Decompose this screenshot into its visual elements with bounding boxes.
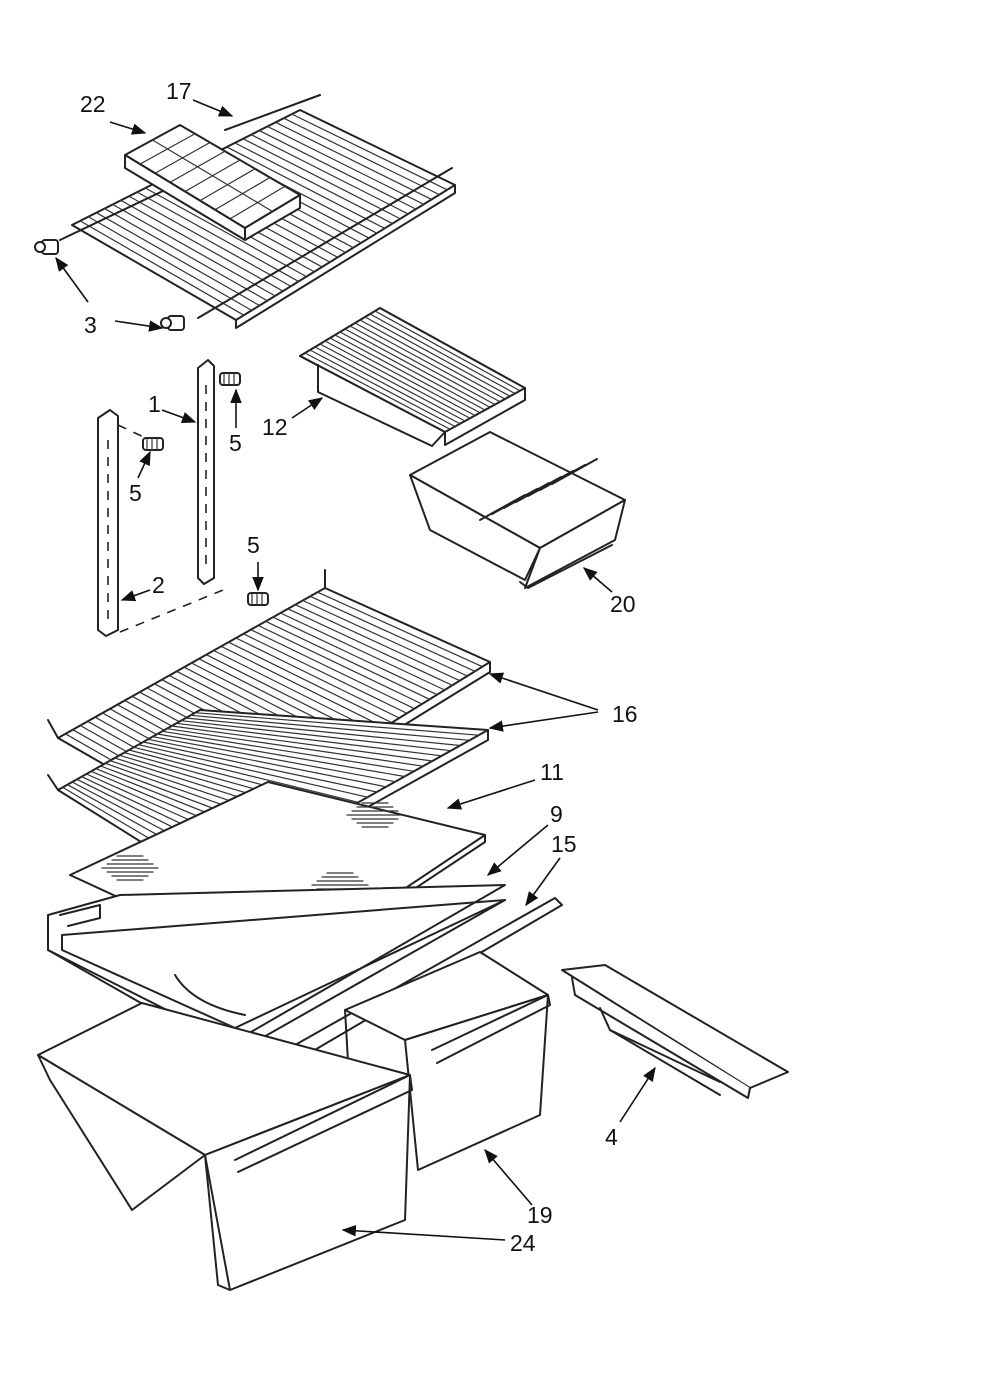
shelf-plug-upper bbox=[34, 239, 59, 255]
crisper-drawer-left bbox=[37, 1002, 413, 1291]
shelf-support-right bbox=[197, 359, 215, 585]
ice-cube-tray bbox=[124, 124, 301, 241]
screw-lower bbox=[247, 592, 269, 606]
callout-labels: 22 17 3 1 5 5 5 2 12 20 16 11 9 15 4 19 … bbox=[80, 78, 638, 1256]
callout-4: 4 bbox=[605, 1124, 618, 1150]
shelf-plug-lower bbox=[160, 315, 185, 331]
callout-20: 20 bbox=[610, 591, 636, 617]
callout-19: 19 bbox=[527, 1202, 553, 1228]
callout-12: 12 bbox=[262, 414, 288, 440]
callout-17: 17 bbox=[166, 78, 192, 104]
screw-upper-right bbox=[219, 372, 241, 386]
callout-9: 9 bbox=[550, 801, 563, 827]
shelf-support-left bbox=[97, 409, 229, 637]
callout-22: 22 bbox=[80, 91, 106, 117]
callout-2: 2 bbox=[152, 572, 165, 598]
callout-15: 15 bbox=[551, 831, 577, 857]
screw-upper-left bbox=[142, 437, 164, 451]
callout-11: 11 bbox=[540, 759, 564, 785]
callout-3: 3 bbox=[84, 312, 97, 338]
freezer-shelf-basket bbox=[299, 307, 526, 447]
callout-5-lower: 5 bbox=[247, 532, 260, 558]
drawer-slide-track bbox=[561, 964, 789, 1099]
crisper-drawer-right bbox=[344, 951, 551, 1171]
freezer-drawer bbox=[409, 431, 626, 589]
callout-16: 16 bbox=[612, 701, 638, 727]
callout-5-upper-left: 5 bbox=[129, 480, 142, 506]
callout-1: 1 bbox=[148, 391, 161, 417]
callout-5-upper-right: 5 bbox=[229, 430, 242, 456]
callout-24: 24 bbox=[510, 1230, 536, 1256]
callout-leaders bbox=[55, 99, 656, 1241]
